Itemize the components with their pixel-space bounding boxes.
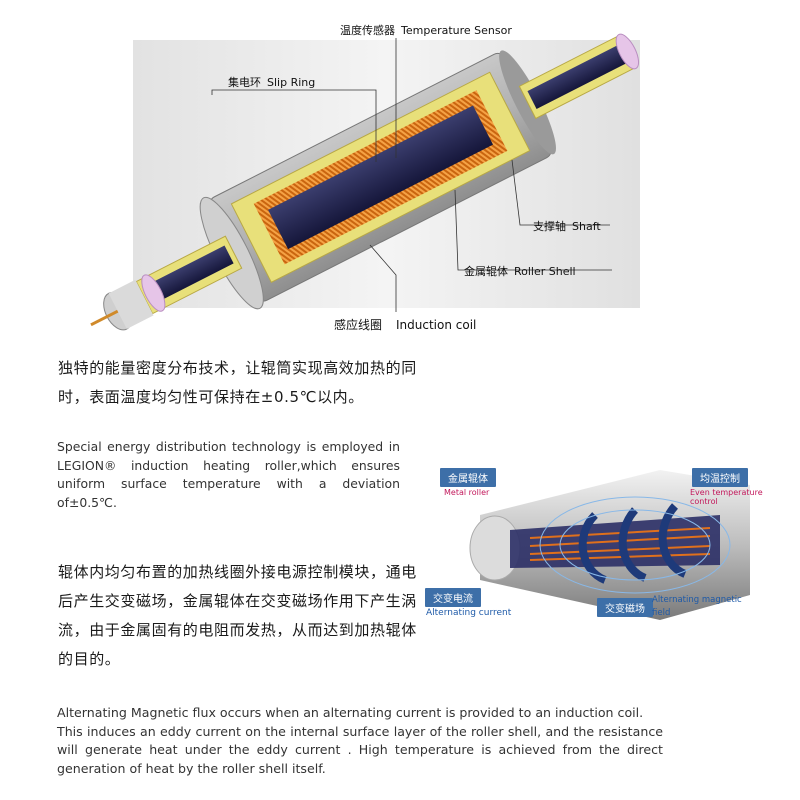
eddy-current-illustration [469,470,750,620]
principle-en-line: This induces an eddy current on the inte… [57,723,663,739]
roller-cutaway-illustration [90,33,640,331]
alternating-current-en: Alternating current [426,608,512,618]
principle-en-line: generation of heat by the roller shell i… [57,760,326,776]
metal-roller-en: Metal roller [444,488,490,497]
intro-en-line: Special energy distribution technology i… [57,439,400,454]
intro-zh-paragraph: 独特的能量密度分布技术，让辊筒实现高效加热的同 时，表面温度均匀性可保持在±0.… [58,354,438,412]
even-temperature-en: Even temperature control [690,488,763,506]
label-slip-ring: 集电环 Slip Ring [228,74,315,90]
intro-en-line: uniform surface temperature with a devia… [57,476,400,510]
eddy-current-diagram: 金属辊体 Metal roller 均温控制 Even temperature … [420,460,770,630]
tag-alternating-field: 交变磁场 [597,598,653,617]
label-induction-coil: 感应线圈 Induction coil [334,316,476,333]
label-temperature-sensor: 温度传感器 Temperature Sensor [340,22,512,38]
principle-en-line: Alternating Magnetic flux occurs when an… [57,705,644,720]
induction-coil-en: Induction coil [396,318,477,332]
roller-shell-zh: 金属辊体 [464,265,508,278]
label-shaft: 支撑轴 Shaft [533,218,601,234]
tag-alternating-current: 交变电流 [425,588,481,607]
temperature-sensor-en: Temperature Sensor [401,24,512,37]
principle-zh-line: 辊体内均匀布置的加热线圈外接电源控制模块，通电 [58,563,417,581]
alternating-field-en: Alternating magnetic field [652,595,742,618]
temperature-sensor-zh: 温度传感器 [340,24,395,37]
principle-zh-paragraph: 辊体内均匀布置的加热线圈外接电源控制模块，通电 后产生交变磁场，金属辊体在交变磁… [58,558,418,674]
slip-ring-zh: 集电环 [228,76,261,89]
tag-even-temperature: 均温控制 [692,468,748,487]
intro-zh-line: 时，表面温度均匀性可保持在±0.5℃以内。 [58,388,364,406]
principle-en-paragraph: Alternating Magnetic flux occurs when an… [57,704,663,778]
principle-zh-line: 的目的。 [58,650,121,668]
slip-ring-en: Slip Ring [267,76,316,89]
intro-en-paragraph: Special energy distribution technology i… [57,438,400,512]
principle-en-line: will generate heat under the eddy curren… [57,742,663,758]
shaft-zh: 支撑轴 [533,220,566,233]
roller-shell-en: Roller Shell [514,265,576,278]
induction-coil-zh: 感应线圈 [334,318,383,332]
label-roller-shell: 金属辊体 Roller Shell [464,263,576,279]
intro-zh-line: 独特的能量密度分布技术，让辊筒实现高效加热的同 [58,359,417,377]
roller-cutaway-diagram: 温度传感器 Temperature Sensor 集电环 Slip Ring 支撑轴… [0,0,800,340]
principle-zh-line: 后产生交变磁场，金属辊体在交变磁场作用下产生涡 [58,592,417,610]
tag-metal-roller: 金属辊体 [440,468,496,487]
intro-en-line: LEGION® induction heating roller,which e… [57,457,400,473]
shaft-en: Shaft [572,220,601,233]
principle-zh-line: 流，由于金属固有的电阻而发热，从而达到加热辊体 [58,621,417,639]
